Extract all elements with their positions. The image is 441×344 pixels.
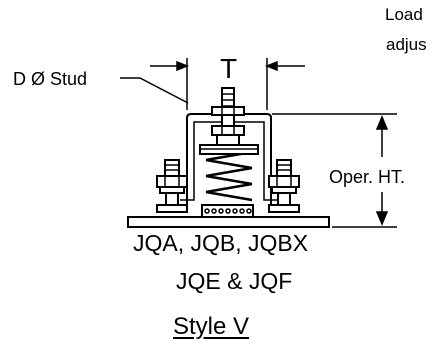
adjust-note: adjus xyxy=(386,35,427,54)
load-note: Load xyxy=(385,5,423,24)
top-nut xyxy=(211,106,245,116)
center-washer xyxy=(216,134,240,146)
stud-leader xyxy=(120,77,189,104)
base-plate xyxy=(127,216,330,228)
spring xyxy=(205,150,253,202)
oper-ht-label: Oper. HT. xyxy=(329,167,406,187)
style-label: Style V xyxy=(173,313,250,340)
right-anchor-bolt xyxy=(268,159,300,213)
model-list-line-1: JQA, JQB, JQBX xyxy=(133,230,309,256)
pad-texture xyxy=(204,208,252,214)
dimension-oper-ht xyxy=(272,113,397,228)
left-anchor-bolt xyxy=(156,159,188,213)
model-list-line-2: JQE & JQF xyxy=(176,268,293,294)
rubber-pad xyxy=(201,204,254,218)
adjusting-nut xyxy=(211,125,245,136)
stud-label: D Ø Stud xyxy=(13,69,88,89)
dimension-t-label: T xyxy=(220,53,238,84)
dimension-t xyxy=(150,58,305,110)
